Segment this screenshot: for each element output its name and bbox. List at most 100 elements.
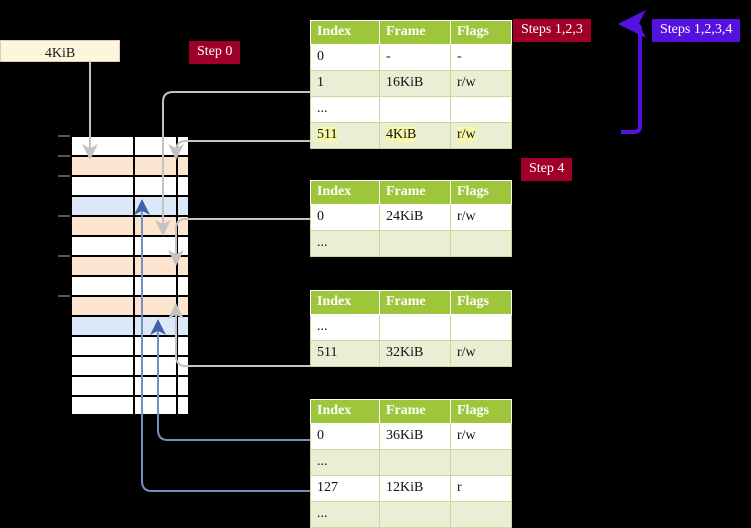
cell-index: 127 bbox=[310, 475, 380, 502]
cell-frame: 4KiB bbox=[379, 122, 451, 149]
cell-text: ... bbox=[317, 319, 328, 334]
table-header-row: Index Frame Flags bbox=[310, 290, 512, 315]
cell-frame bbox=[379, 501, 451, 528]
cell-flags bbox=[450, 96, 512, 123]
physical-memory-column bbox=[70, 135, 190, 416]
badge-step-0: Step 0 bbox=[189, 41, 241, 64]
memory-tick bbox=[58, 175, 70, 177]
memory-tick bbox=[58, 155, 70, 157]
cell-text: 12KiB bbox=[386, 480, 424, 495]
cell-text: r bbox=[457, 480, 462, 495]
cell-text: r/w bbox=[457, 75, 476, 90]
cell-frame: 16KiB bbox=[379, 70, 451, 97]
column-header-flags: Flags bbox=[450, 180, 512, 205]
table-row: 511 4KiB r/w bbox=[310, 122, 512, 149]
cell-index: ... bbox=[310, 230, 380, 257]
cell-text: 32KiB bbox=[386, 345, 424, 360]
cell-text: ... bbox=[317, 454, 328, 469]
cell-text: 0 bbox=[317, 428, 324, 443]
cell-text: ... bbox=[317, 101, 328, 116]
table-row: 0 24KiB r/w bbox=[310, 204, 512, 231]
column-header-frame: Frame bbox=[379, 399, 451, 424]
memory-row bbox=[72, 317, 188, 337]
wire-table3-to-memory bbox=[168, 303, 311, 367]
memory-divider bbox=[133, 135, 135, 416]
cell-flags: r/w bbox=[450, 70, 512, 97]
badge-steps-123: Steps 1,2,3 bbox=[513, 19, 591, 42]
memory-row bbox=[72, 237, 188, 257]
memory-row bbox=[72, 277, 188, 297]
page-table-level-2: Index Frame Flags 0 24KiB r/w ... bbox=[310, 180, 512, 257]
cell-flags: r/w bbox=[450, 340, 512, 367]
table-row: 127 12KiB r bbox=[310, 475, 512, 502]
badge-steps-1234: Steps 1,2,3,4 bbox=[652, 19, 741, 42]
cell-frame: 36KiB bbox=[379, 423, 451, 450]
page-table-level-3: Index Frame Flags ... 511 32KiB r/w bbox=[310, 290, 512, 367]
memory-tick bbox=[58, 255, 70, 257]
column-header-frame: Frame bbox=[379, 290, 451, 315]
memory-row bbox=[72, 157, 188, 177]
memory-row bbox=[72, 137, 188, 157]
column-header-index: Index bbox=[310, 20, 380, 45]
memory-row bbox=[72, 397, 188, 414]
cell-text: 511 bbox=[317, 345, 338, 360]
table-row: ... bbox=[310, 449, 512, 476]
memory-row bbox=[72, 337, 188, 357]
cell-index: 0 bbox=[310, 423, 380, 450]
badge-step-0-label: Step 0 bbox=[197, 44, 233, 59]
cell-text: r/w bbox=[457, 127, 476, 142]
cell-text: r/w bbox=[457, 209, 476, 224]
memory-row bbox=[72, 197, 188, 217]
cell-text: ... bbox=[317, 235, 328, 250]
cell-frame bbox=[379, 96, 451, 123]
column-header-index: Index bbox=[310, 180, 380, 205]
badge-steps-1234-label: Steps 1,2,3,4 bbox=[660, 22, 733, 37]
cell-flags: r/w bbox=[450, 423, 512, 450]
cell-frame bbox=[379, 449, 451, 476]
cell-text: 16KiB bbox=[386, 75, 424, 90]
column-header-index: Index bbox=[310, 290, 380, 315]
cell-flags bbox=[450, 501, 512, 528]
cell-text: - bbox=[457, 49, 462, 64]
cell-text: ... bbox=[317, 506, 328, 521]
cell-text: 1 bbox=[317, 75, 324, 90]
cell-text: 4KiB bbox=[386, 127, 417, 142]
page-table-level-4: Index Frame Flags 0 36KiB r/w ... 127 12… bbox=[310, 399, 512, 528]
cell-text: r/w bbox=[457, 345, 476, 360]
column-header-flags: Flags bbox=[450, 20, 512, 45]
wire-steps-bracket bbox=[618, 10, 646, 134]
memory-row bbox=[72, 257, 188, 277]
memory-row bbox=[72, 217, 188, 237]
memory-tick bbox=[58, 135, 70, 137]
cell-text: 36KiB bbox=[386, 428, 424, 443]
size-box-4kib: 4KiB bbox=[0, 40, 120, 62]
cell-index: 511 bbox=[310, 122, 380, 149]
table-row: ... bbox=[310, 314, 512, 341]
cell-index: 0 bbox=[310, 204, 380, 231]
memory-tick bbox=[58, 215, 70, 217]
cell-text: 24KiB bbox=[386, 209, 424, 224]
cell-flags: r bbox=[450, 475, 512, 502]
cell-frame: 32KiB bbox=[379, 340, 451, 367]
table-header-row: Index Frame Flags bbox=[310, 20, 512, 45]
cell-frame bbox=[379, 314, 451, 341]
table-row: ... bbox=[310, 501, 512, 528]
page-table-level-1: Index Frame Flags 0 - - 1 16KiB r/w ... bbox=[310, 20, 512, 149]
cell-index: ... bbox=[310, 501, 380, 528]
column-header-frame: Frame bbox=[379, 180, 451, 205]
cell-index: ... bbox=[310, 96, 380, 123]
cell-index: 0 bbox=[310, 44, 380, 71]
cell-text: 127 bbox=[317, 480, 338, 495]
cell-flags bbox=[450, 314, 512, 341]
table-row: 0 - - bbox=[310, 44, 512, 71]
table-row: ... bbox=[310, 96, 512, 123]
badge-steps-123-label: Steps 1,2,3 bbox=[521, 22, 583, 37]
memory-row bbox=[72, 297, 188, 317]
cell-index: ... bbox=[310, 449, 380, 476]
cell-frame: 12KiB bbox=[379, 475, 451, 502]
memory-row bbox=[72, 357, 188, 377]
column-header-flags: Flags bbox=[450, 399, 512, 424]
cell-flags bbox=[450, 230, 512, 257]
badge-step-4: Step 4 bbox=[521, 158, 573, 181]
